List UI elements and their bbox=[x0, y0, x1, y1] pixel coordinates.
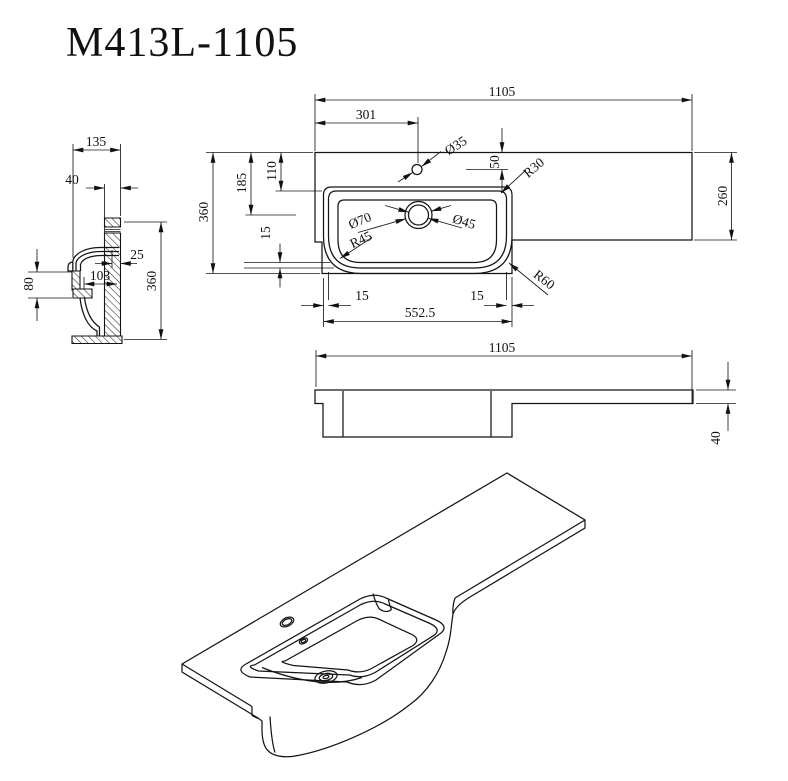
dim-faucet-setback-50: 50 bbox=[487, 155, 502, 169]
iso-bowl-blend-line bbox=[261, 666, 363, 683]
isometric-view bbox=[181, 472, 586, 758]
iso-drain-outer bbox=[314, 670, 338, 684]
front-elevation-view: 1105 40 bbox=[314, 340, 736, 445]
iso-faucet-hole-inner bbox=[281, 618, 293, 626]
top-plan-view: 1105 301 Ø35 50 R30 110 185 360 1 bbox=[196, 84, 737, 327]
dim-rim-15-bottom-left: 15 bbox=[355, 288, 369, 303]
iso-overflow-hole-outer bbox=[298, 637, 309, 645]
iso-overflow-notch bbox=[372, 593, 393, 613]
drain-hole-outer bbox=[404, 200, 433, 230]
side-section-geometry bbox=[67, 217, 123, 345]
dim-side-40: 40 bbox=[65, 172, 79, 187]
dim-rim-15-left: 15 bbox=[258, 226, 273, 240]
dim-top-360: 360 bbox=[196, 202, 211, 223]
dim-top-260: 260 bbox=[715, 186, 730, 207]
dim-side-360: 360 bbox=[144, 271, 159, 292]
drawing-title: M413L-1105 bbox=[66, 20, 298, 66]
dim-rim-15-bottom-right: 15 bbox=[470, 288, 484, 303]
counter-outline bbox=[314, 151, 693, 275]
iso-bowl-rim-inner bbox=[249, 600, 438, 678]
iso-slab-front-edge bbox=[454, 519, 586, 599]
iso-bowl-rim-outer bbox=[240, 594, 445, 686]
bowl-rim-outline bbox=[327, 190, 508, 269]
dim-front-40: 40 bbox=[708, 431, 723, 445]
drain-hole-inner bbox=[407, 204, 430, 226]
front-outline bbox=[314, 389, 694, 438]
dim-side-135: 135 bbox=[86, 134, 107, 149]
dim-outer-r60: R60 bbox=[531, 267, 558, 293]
dim-side-25: 25 bbox=[130, 247, 144, 262]
dim-front-1105: 1105 bbox=[489, 340, 516, 355]
iso-right-seam bbox=[452, 597, 456, 615]
dim-drain-45: Ø45 bbox=[451, 211, 478, 232]
side-section-dimensions: 135 40 80 25 103 360 bbox=[21, 134, 167, 340]
dim-corner-r30: R30 bbox=[520, 154, 547, 180]
dim-drain-70: Ø70 bbox=[346, 209, 373, 232]
iso-drain-center bbox=[322, 674, 330, 680]
iso-left-step bbox=[181, 663, 259, 720]
iso-faucet-hole-outer bbox=[279, 616, 295, 628]
dim-top-1105: 1105 bbox=[489, 84, 516, 99]
side-section-view: 135 40 80 25 103 360 bbox=[21, 134, 167, 345]
dim-top-110: 110 bbox=[264, 161, 279, 181]
bowl-outer-outline bbox=[322, 186, 513, 275]
dim-side-103: 103 bbox=[90, 268, 111, 283]
front-elevation-dimensions: 1105 40 bbox=[315, 340, 736, 445]
front-elevation-geometry bbox=[314, 389, 694, 438]
dim-bowl-552-5: 552.5 bbox=[405, 305, 436, 320]
iso-drain-mid bbox=[318, 672, 334, 682]
iso-overflow-hole-inner bbox=[300, 638, 307, 644]
bowl-inner-outline bbox=[337, 199, 498, 264]
top-plan-dimensions: 1105 301 Ø35 50 R30 110 185 360 1 bbox=[196, 84, 737, 327]
iso-bowl-bottom bbox=[281, 616, 418, 673]
iso-silhouette bbox=[181, 472, 586, 758]
dim-side-80: 80 bbox=[21, 277, 36, 291]
iso-apron-corner-line bbox=[269, 716, 276, 753]
faucet-hole bbox=[411, 163, 423, 176]
dim-top-301: 301 bbox=[356, 107, 376, 122]
dim-faucet-hole-dia: Ø35 bbox=[442, 133, 470, 158]
dim-top-185: 185 bbox=[234, 173, 249, 194]
top-plan-geometry bbox=[314, 151, 693, 275]
